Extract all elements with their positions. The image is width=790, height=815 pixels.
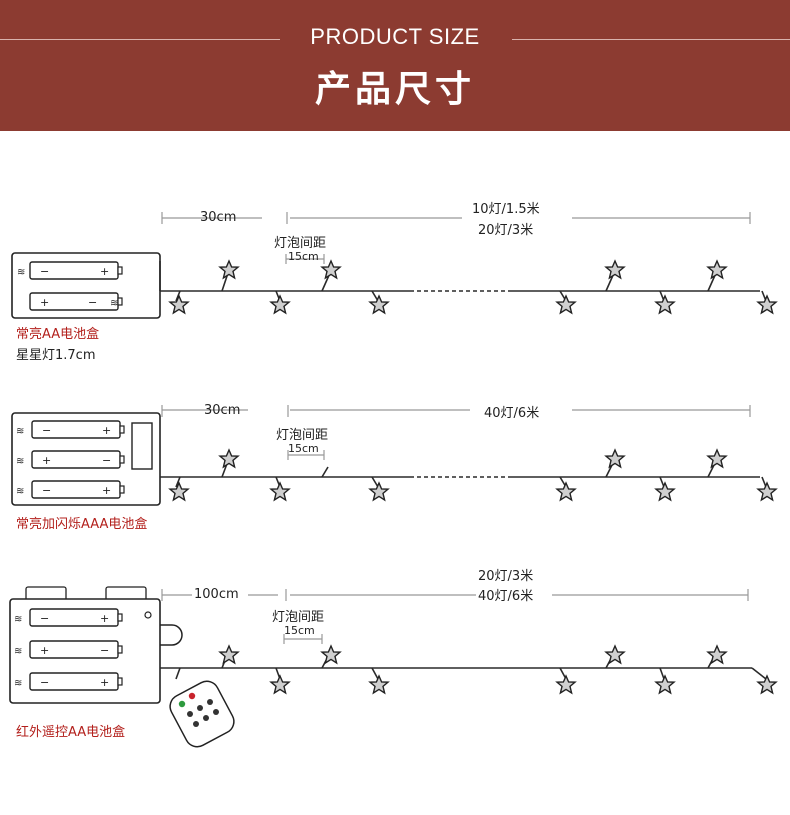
bulb-spacing-label-3: 灯泡间距 bbox=[272, 610, 325, 625]
svg-text:+: + bbox=[42, 454, 51, 467]
bulb-spacing-3: 15cm bbox=[284, 624, 315, 637]
lead-length-1: 30cm bbox=[200, 210, 237, 225]
box-name-1: 常亮AA电池盒 bbox=[16, 327, 100, 342]
section-2-diagram: ≋ ≋ ≋ − + + − − + bbox=[11, 405, 777, 506]
svg-text:≋: ≋ bbox=[110, 298, 118, 309]
title-cn: 产品尺寸 bbox=[314, 69, 475, 110]
title-en: PRODUCT SIZE bbox=[0, 24, 790, 50]
section-1-diagram: ≋ ≋ − + + − bbox=[11, 212, 777, 319]
svg-text:−: − bbox=[100, 644, 109, 657]
star-bulb bbox=[169, 295, 189, 314]
remote-control-icon bbox=[169, 680, 235, 748]
svg-text:−: − bbox=[40, 265, 49, 278]
svg-text:≋: ≋ bbox=[14, 678, 22, 689]
header-banner: PRODUCT SIZE 产品尺寸 bbox=[0, 0, 790, 131]
svg-text:−: − bbox=[42, 484, 51, 497]
total-length-1a: 10灯/1.5米 bbox=[472, 202, 540, 217]
bulb-spacing-2: 15cm bbox=[288, 442, 319, 455]
svg-text:−: − bbox=[40, 676, 49, 689]
svg-text:+: + bbox=[102, 424, 111, 437]
svg-text:−: − bbox=[88, 296, 97, 309]
lead-length-3: 100cm bbox=[194, 587, 239, 602]
svg-text:≋: ≋ bbox=[14, 614, 22, 625]
svg-text:≋: ≋ bbox=[14, 646, 22, 657]
battery-box-aaa: ≋ ≋ ≋ − + + − − + bbox=[11, 412, 161, 506]
total-length-3b: 40灯/6米 bbox=[478, 589, 534, 604]
total-length-2: 40灯/6米 bbox=[484, 406, 540, 421]
total-length-3a: 20灯/3米 bbox=[478, 569, 534, 584]
header-rule-right bbox=[512, 39, 790, 40]
battery-box-remote: ≋ ≋ ≋ − + + − − + bbox=[9, 586, 183, 704]
header-rule-left bbox=[0, 39, 280, 40]
svg-text:+: + bbox=[100, 612, 109, 625]
svg-text:−: − bbox=[40, 612, 49, 625]
box-name-2: 常亮加闪烁AAA电池盒 bbox=[16, 517, 148, 532]
svg-text:≋: ≋ bbox=[16, 456, 24, 467]
svg-text:≋: ≋ bbox=[16, 426, 24, 437]
bulb-spacing-label-2: 灯泡间距 bbox=[276, 428, 329, 443]
svg-text:+: + bbox=[40, 296, 49, 309]
bulb-spacing-label-1: 灯泡间距 bbox=[274, 236, 327, 251]
bulb-spacing-1: 15cm bbox=[288, 250, 319, 263]
box-name-3: 红外遥控AA电池盒 bbox=[16, 725, 126, 740]
svg-text:≋: ≋ bbox=[17, 267, 25, 278]
svg-text:−: − bbox=[42, 424, 51, 437]
svg-text:+: + bbox=[40, 644, 49, 657]
svg-text:≋: ≋ bbox=[16, 486, 24, 497]
battery-box-aa: ≋ ≋ − + + − bbox=[11, 252, 161, 319]
star-size-note: 星星灯1.7cm bbox=[16, 348, 96, 363]
total-length-1b: 20灯/3米 bbox=[478, 223, 534, 238]
svg-text:+: + bbox=[102, 484, 111, 497]
svg-text:+: + bbox=[100, 265, 109, 278]
size-diagram: ≋ ≋ − + + − bbox=[9, 212, 777, 748]
lead-length-2: 30cm bbox=[204, 403, 241, 418]
section-3-diagram: ≋ ≋ ≋ − + + − − + bbox=[9, 586, 777, 748]
svg-text:−: − bbox=[102, 454, 111, 467]
svg-text:+: + bbox=[100, 676, 109, 689]
